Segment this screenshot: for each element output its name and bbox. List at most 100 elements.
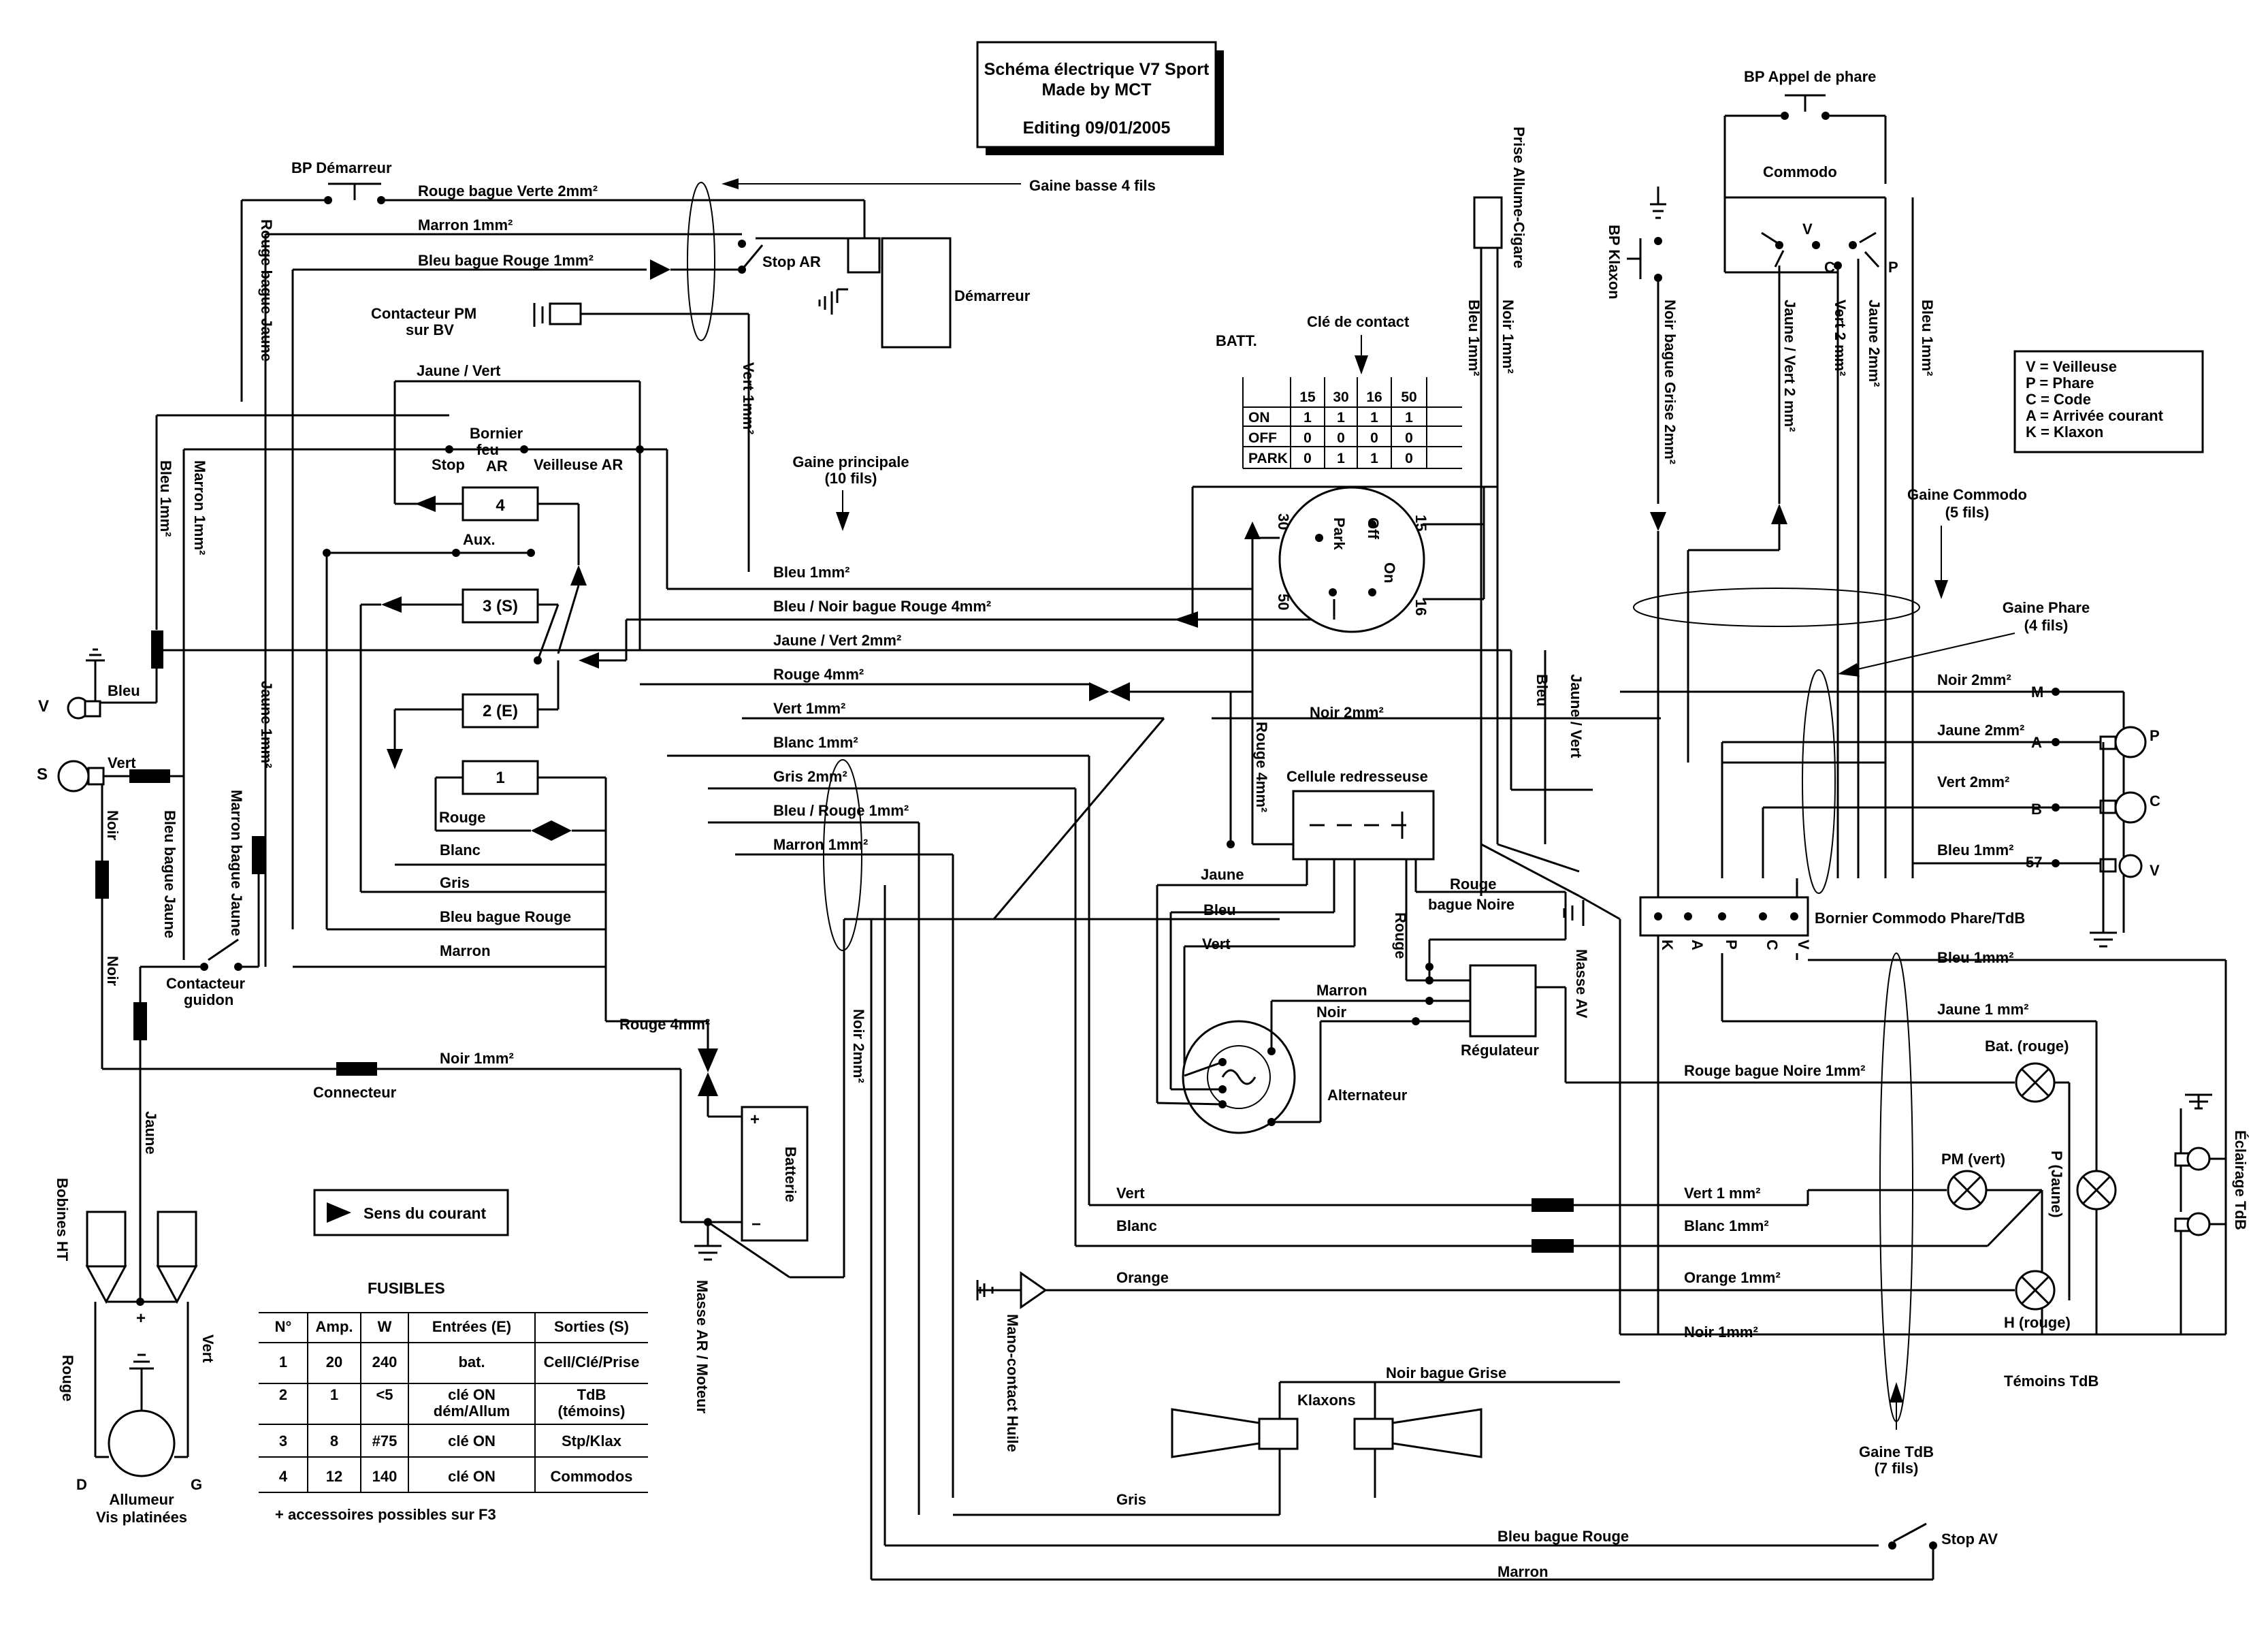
wire-vert-2mm-v: Vert 2 mm² <box>1832 300 1849 377</box>
fus-r2c3: clé ON <box>448 1432 496 1449</box>
demarreur-solenoid <box>847 237 881 274</box>
sur-bv-label: sur BV <box>406 321 454 338</box>
stop-ar-label: Stop AR <box>762 253 821 270</box>
bobines-ht-label: Bobines HT <box>54 1178 71 1262</box>
regulateur <box>1469 964 1537 1038</box>
kt-r0c1: 1 <box>1303 410 1312 426</box>
term-p-right: P <box>2150 727 2160 744</box>
wire-orange: Orange <box>1116 1269 1169 1286</box>
wire-blanc-1mm-r: Blanc 1mm² <box>1684 1217 1769 1234</box>
fus-h1: Amp. <box>316 1318 353 1335</box>
fus-r2c0: 3 <box>279 1432 287 1449</box>
wire-jaune-vert: Jaune / Vert <box>417 362 501 379</box>
sens-courant-label: Sens du courant <box>363 1204 487 1222</box>
left-wiring: BP Démarreur Rouge bague Verte 2mm² Déma… <box>37 159 1156 1526</box>
wire-rouge-bague-noire-2: bague Noire <box>1428 896 1514 913</box>
wire-noir-2mm-r: Noir 2mm² <box>1937 671 2011 688</box>
wire-noir-1mm-r: Noir 1mm² <box>1684 1324 1758 1341</box>
fus-h0: N° <box>275 1318 292 1335</box>
wire-noir-s: Noir <box>104 810 121 840</box>
fuse-2: 2 (E) <box>483 702 518 720</box>
bat-rouge-label: Bat. (rouge) <box>1985 1038 2069 1055</box>
term-b: B <box>2031 801 2042 818</box>
fus-r1c1: 1 <box>330 1386 338 1403</box>
legend-a: A = Arrivée courant <box>2026 407 2164 424</box>
bp-demarreur-label: BP Démarreur <box>291 159 392 176</box>
wire-jaune-vert-2mm-v: Jaune / Vert 2 mm² <box>1781 300 1798 432</box>
gaine-commodo-1: Gaine Commodo <box>1907 486 2027 503</box>
wire-vert-alt: Vert <box>1202 935 1231 952</box>
wire-jaune-alt: Jaune <box>1201 866 1244 883</box>
batt-label: BATT. <box>1216 332 1257 349</box>
wire-rouge-v: Rouge <box>1392 912 1409 959</box>
wire-noir-1mm-cig: Noir 1mm² <box>1500 300 1517 374</box>
wire-jaune-vert-v2: Jaune / Vert <box>1568 674 1585 758</box>
wire-bleu-bague-rouge-1: Bleu bague Rouge 1mm² <box>418 252 594 269</box>
gaine-commodo-2: (5 fils) <box>1945 504 1990 521</box>
fus-h2: W <box>378 1318 392 1335</box>
gaine-phare-2: (4 fils) <box>2024 617 2069 634</box>
wire-bleu-1mm-r2: Bleu 1mm² <box>1937 949 2013 966</box>
wire-bleu-bague-rouge: Bleu bague Rouge <box>440 908 571 925</box>
term-a: A <box>2031 734 2042 751</box>
stop-label: Stop <box>432 456 465 473</box>
gaine-basse-label: Gaine basse 4 fils <box>1029 177 1156 194</box>
fus-r0c1: 20 <box>326 1353 342 1371</box>
wire-noir-s2: Noir <box>104 956 121 986</box>
fus-r0c2: 240 <box>372 1353 398 1371</box>
term-57: 57 <box>2026 854 2042 871</box>
key-switch <box>1278 486 1425 633</box>
wire-noir-1mm: Noir 1mm² <box>440 1050 514 1067</box>
fus-h4: Sorties (S) <box>554 1318 629 1335</box>
wire-marron: Marron <box>440 942 491 959</box>
wire-marron-bague-jaune: Marron bague Jaune <box>228 790 245 936</box>
key-on: On <box>1381 562 1398 583</box>
wire-bleu-s: Bleu <box>108 682 140 699</box>
wire-vert-b: Vert <box>1116 1185 1145 1202</box>
legend-k: K = Klaxon <box>2026 423 2103 440</box>
term-a-b: A <box>1689 940 1706 950</box>
key-16: 16 <box>1412 599 1429 615</box>
temoins-tdb-label: Témoins TdB <box>2004 1373 2099 1390</box>
kt-r2c1: 0 <box>1303 451 1312 466</box>
legend-p: P = Phare <box>2026 374 2094 391</box>
wire-vert-bobine: Vert <box>199 1334 216 1363</box>
kt-r0c3: 1 <box>1370 410 1378 426</box>
svg-text:+: + <box>750 1110 760 1129</box>
wire-bleu-bague-rouge-b: Bleu bague Rouge <box>1497 1528 1629 1545</box>
bornier-feu-3: AR <box>486 458 508 475</box>
key-50: 50 <box>1275 594 1292 610</box>
wire-jaune-s: Jaune <box>142 1111 159 1155</box>
wire-rouge-4mm-v: Rouge 4mm² <box>1253 722 1270 812</box>
kt-r1c4: 0 <box>1405 430 1413 446</box>
kt-r2c3: 1 <box>1370 451 1378 466</box>
title-block: Schéma électrique V7 Sport Made by MCT E… <box>976 41 1224 155</box>
term-v-b: V <box>1795 940 1812 950</box>
wire-rouge-bague-jaune: Rouge bague Jaune <box>258 219 275 362</box>
wire-bleu-vert-bleu: Bleu <box>1534 674 1551 707</box>
wire-bleu-alt: Bleu <box>1203 901 1236 918</box>
wire-rouge-4mm-b: Rouge 4mm² <box>619 1016 710 1033</box>
bornier-feu-1: Bornier <box>470 425 523 442</box>
gaine-principale-1: Gaine principale <box>792 453 909 470</box>
fus-r1c3b: dém/Allum <box>434 1403 510 1420</box>
prise-allume-cigare-label: Prise Allume-Cigare <box>1510 127 1527 268</box>
wire-marron-1: Marron 1mm² <box>418 217 513 234</box>
term-c-b: C <box>1764 940 1781 950</box>
kt-r1c1: 0 <box>1303 430 1312 446</box>
wire-vert-1mm: Vert 1mm² <box>773 700 845 717</box>
fus-r1c2: <5 <box>376 1386 393 1403</box>
wire-noir-reg: Noir <box>1316 1004 1346 1021</box>
kt-r2c2: 1 <box>1337 451 1345 466</box>
wire-bleu-1mm-r: Bleu 1mm² <box>1937 842 2013 859</box>
fus-r2c4: Stp/Klax <box>562 1432 622 1449</box>
contacteur-guidon-1: Contacteur <box>166 975 246 992</box>
wire-rouge-bague-verte: Rouge bague Verte 2mm² <box>418 182 598 199</box>
commodo-c: C <box>1824 259 1835 276</box>
title-line1: Schéma électrique V7 Sport <box>984 60 1210 79</box>
title-line3: Editing 09/01/2005 <box>1023 118 1171 138</box>
wire-rouge: Rouge <box>439 809 485 826</box>
fus-r3c2: 140 <box>372 1468 398 1485</box>
wire-jaune-2mm-v: Jaune 2mm² <box>1866 300 1883 387</box>
